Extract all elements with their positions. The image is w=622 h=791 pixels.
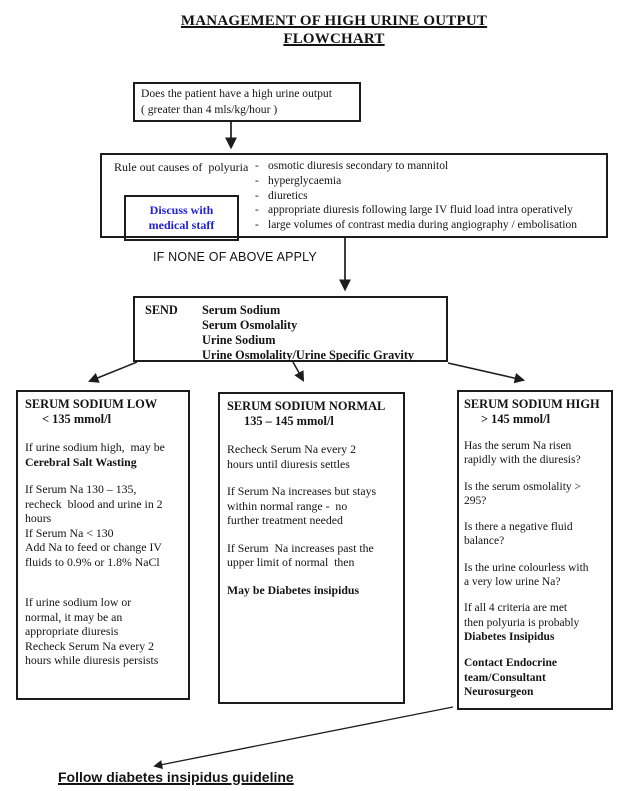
serum-sodium-normal-box: SERUM SODIUM NORMAL 135 – 145 mmol/l Rec…: [218, 392, 405, 704]
arrow-send-to-normal: [292, 361, 305, 382]
send-tests-box: SEND Serum Sodium Serum Osmolality Urine…: [133, 296, 448, 362]
rule-out-causes-box: Rule out causes of polyuria Discuss with…: [100, 153, 608, 241]
low-p2: If Serum Na 130 – 135, recheck blood and…: [25, 482, 163, 569]
bullet-dash: -: [255, 160, 259, 172]
cause-text: appropriate diuresis following large IV …: [268, 204, 573, 217]
cause-item: -hyperglycaemia: [255, 174, 577, 189]
low-p1: If urine sodium high, may be: [25, 440, 165, 454]
page-title-line2: FLOWCHART: [283, 31, 385, 47]
high-q2: Is the serum osmolality > 295?: [464, 480, 581, 507]
normal-p3: If Serum Na increases past the upper lim…: [227, 540, 374, 570]
low-box-subtitle: < 135 mmol/l: [42, 412, 112, 426]
bullet-dash: -: [255, 174, 259, 187]
normal-box-title: SERUM SODIUM NORMAL: [227, 399, 386, 413]
start-question-box: Does the patient have a high urine outpu…: [133, 82, 361, 122]
cause-item: -diuretics: [255, 189, 577, 204]
high-q3: Is there a negative fluid balance?: [464, 521, 573, 548]
cause-text: osmotic diuresis secondary to mannitol: [268, 160, 449, 172]
send-tests-list: Serum Sodium Serum Osmolality Urine Sodi…: [202, 303, 415, 362]
bullet-dash: -: [255, 219, 259, 232]
normal-box-subtitle: 135 – 145 mmol/l: [244, 414, 334, 428]
high-box-title: SERUM SODIUM HIGH: [464, 397, 600, 411]
bullet-dash: -: [255, 204, 259, 217]
follow-guideline-label: Follow diabetes insipidus guideline: [58, 769, 294, 785]
rule-out-label: Rule out causes of polyuria: [114, 160, 249, 174]
serum-sodium-high-box: SERUM SODIUM HIGH > 145 mmol/l Has the s…: [457, 390, 613, 710]
low-p3: If urine sodium low or normal, it may be…: [25, 595, 159, 667]
cause-item: -large volumes of contrast media during …: [255, 218, 577, 233]
cause-item: -osmotic diuresis secondary to mannitol: [255, 159, 577, 174]
cause-text: hyperglycaemia: [268, 174, 342, 187]
high-contact-bold: Contact Endocrine team/Consultant Neuros…: [464, 657, 557, 698]
polyuria-causes-list: -osmotic diuresis secondary to mannitol-…: [255, 159, 577, 233]
discuss-text: Discuss with medical staff: [148, 203, 215, 232]
page-title-line1: MANAGEMENT OF HIGH URINE OUTPUT: [180, 13, 488, 29]
page-title: MANAGEMENT OF HIGH URINE OUTPUT FLOWCHAR…: [0, 12, 622, 48]
low-box-title: SERUM SODIUM LOW: [25, 397, 158, 411]
send-label: SEND: [145, 303, 178, 317]
arrow-send-to-high: [447, 362, 526, 384]
normal-p2: If Serum Na increases but stays within n…: [227, 484, 377, 527]
high-p5: If all 4 criteria are met then polyuria …: [464, 602, 580, 629]
discuss-with-medical-staff-box: Discuss with medical staff: [124, 195, 239, 241]
cause-text: large volumes of contrast media during a…: [268, 219, 577, 232]
arrow-high-to-footer: [153, 706, 454, 770]
low-p1-bold: Cerebral Salt Wasting: [25, 454, 137, 469]
high-q4: Is the urine colourless with a very low …: [464, 561, 589, 589]
high-q1: Has the serum Na risen rapidly with the …: [464, 440, 581, 467]
cause-text: diuretics: [268, 189, 308, 202]
serum-sodium-low-box: SERUM SODIUM LOW < 135 mmol/l If urine s…: [16, 390, 190, 700]
cause-item: -appropriate diuresis following large IV…: [255, 203, 577, 218]
bullet-dash: -: [255, 189, 259, 202]
normal-p1: Recheck Serum Na every 2 hours until diu…: [227, 442, 357, 471]
high-p5-bold: Diabetes Insipidus: [464, 630, 555, 643]
normal-conclusion-bold: May be Diabetes insipidus: [227, 582, 360, 597]
high-box-subtitle: > 145 mmol/l: [481, 412, 551, 426]
if-none-apply-label: IF NONE OF ABOVE APPLY: [153, 250, 317, 264]
arrow-send-to-low: [88, 361, 138, 383]
